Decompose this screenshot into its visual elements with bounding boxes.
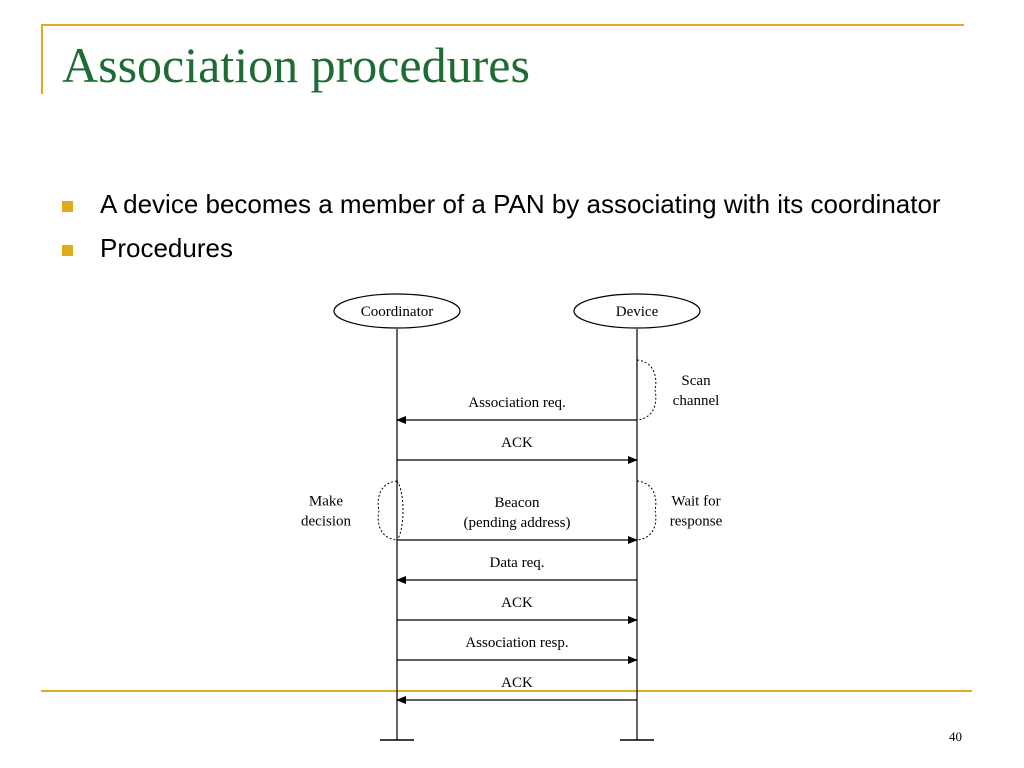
bullet-item-procedures: Procedures bbox=[62, 230, 962, 266]
participant-label-coordinator: Coordinator bbox=[361, 304, 434, 320]
participant-label-device: Device bbox=[616, 304, 659, 320]
bullet-item-membership: A device becomes a member of a PAN by as… bbox=[62, 186, 962, 222]
bullet-list: A device becomes a member of a PAN by as… bbox=[62, 186, 962, 274]
message-label: Data req. bbox=[490, 555, 545, 571]
message-label: ACK bbox=[501, 595, 533, 611]
activity-brace bbox=[636, 359, 657, 421]
frame-top-rule bbox=[41, 24, 964, 26]
message-label: ACK bbox=[501, 675, 533, 691]
bullet-text: Procedures bbox=[100, 233, 233, 263]
frame-bottom-rule bbox=[41, 690, 972, 692]
activity-brace bbox=[636, 480, 657, 541]
participant-coordinator bbox=[333, 293, 461, 329]
message-label: Beacon(pending address) bbox=[463, 495, 570, 531]
bullet-text: A device becomes a member of a PAN by as… bbox=[100, 189, 941, 219]
participant-device bbox=[573, 293, 701, 329]
frame-left-rule bbox=[41, 24, 43, 94]
message-label: ACK bbox=[501, 435, 533, 451]
activity-brace-inner bbox=[396, 480, 404, 541]
slide-title: Association procedures bbox=[62, 37, 530, 93]
message-label: Association resp. bbox=[465, 635, 568, 651]
square-bullet-icon bbox=[62, 201, 73, 212]
square-bullet-icon bbox=[62, 245, 73, 256]
page-number: 40 bbox=[949, 729, 962, 744]
activity-brace bbox=[377, 480, 398, 541]
message-label: Association req. bbox=[468, 395, 565, 411]
